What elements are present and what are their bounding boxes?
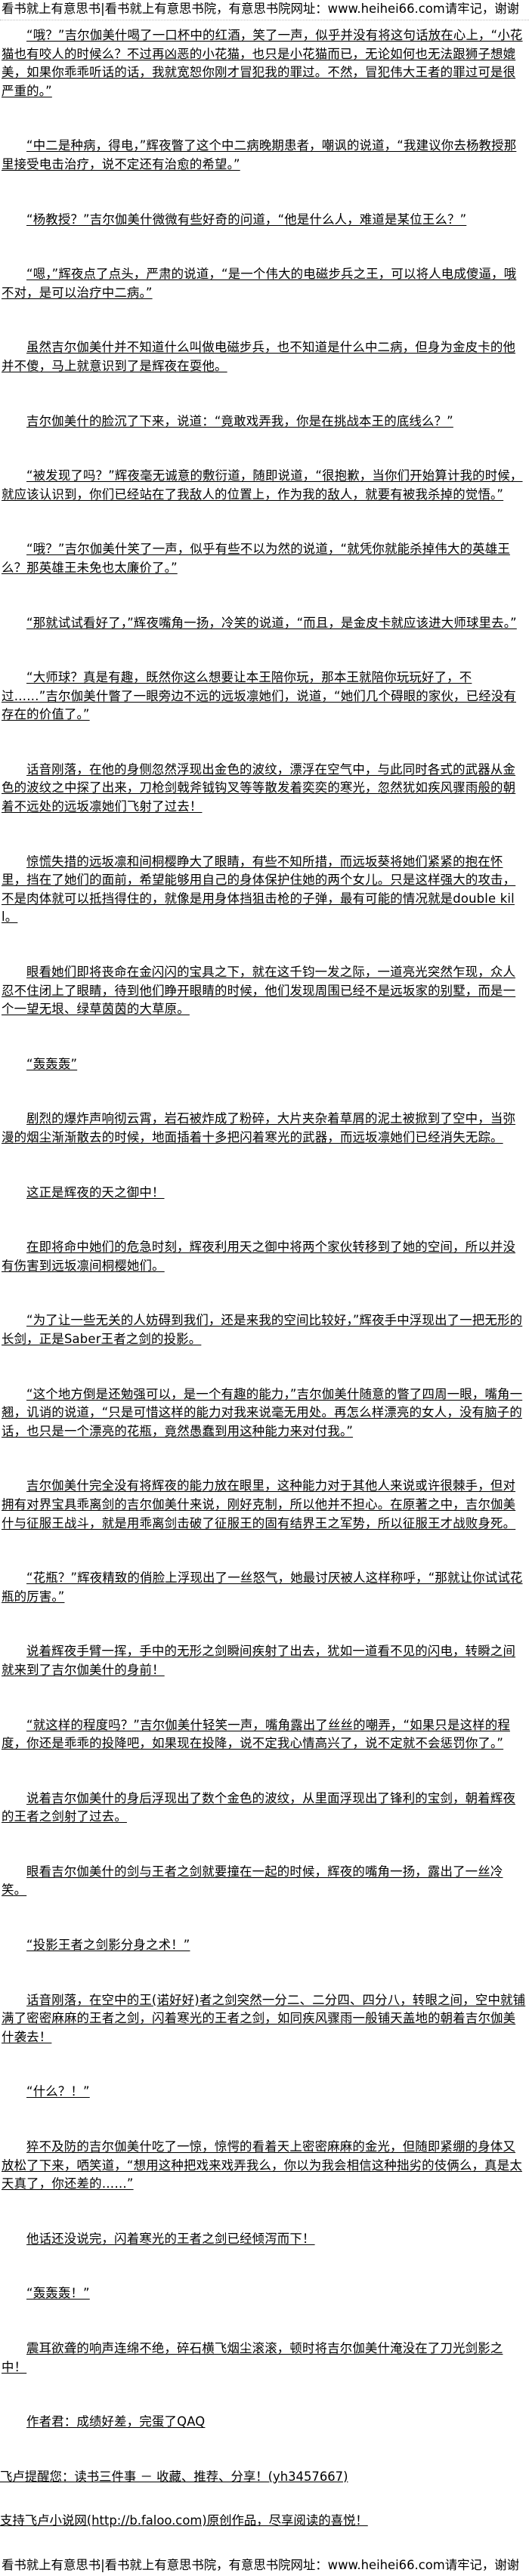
story-paragraph: 说着吉尔伽美什的身后浮现出了数个金色的波纹，从里面浮现出了锋利的宝剑，朝着辉夜的… [2, 1790, 516, 1824]
story-paragraph: “哦？”吉尔伽美什喝了一口杯中的红酒，笑了一声，似乎并没有将这句话放在心上，“小… [2, 28, 523, 98]
story-paragraph: 猝不及防的吉尔伽美什吃了一惊，惊愕的看着天上密密麻麻的金光，但随即紧绷的身体又放… [2, 2139, 522, 2191]
story-paragraph: “嗯，”辉夜点了点头，严肃的说道，“是一个伟大的电磁步兵之王，可以将人电成傻逼，… [2, 267, 517, 300]
story-paragraph: 话音刚落，在他的身侧忽然浮现出金色的波纹，漂浮在空气中，与此同时各式的武器从金色… [2, 761, 516, 814]
story-paragraph: “那就试试看好了，”辉夜嘴角一扬，冷笑的说道，“而且，是金皮卡就应该进大师球里去… [26, 615, 517, 630]
site-banner-bottom: 看书就上有意思书|看书就上有意思书院，有意思书院网址：www.heihei66.… [2, 2557, 520, 2572]
story-paragraph: 惊慌失措的远坂凛和间桐樱睁大了眼睛，有些不知所措，而远坂葵将她们紧紧的抱在怀里，… [2, 854, 516, 925]
promo-note: 支持飞卢小说网(http://b.faloo.com)原创作品，尽享阅读的喜悦！ [0, 2513, 368, 2528]
story-paragraph: “哦？”吉尔伽美什笑了一声，似乎有些不以为然的说道，“就凭你就能杀掉伟大的英雄王… [2, 542, 510, 575]
story-paragraph: 眼看她们即将丧命在金闪闪的宝具之下，就在这千钧一发之际，一道亮光突然乍现，众人忍… [2, 965, 516, 1017]
story-paragraph: 他话还没说完，闪着寒光的王者之剑已经倾泻而下！ [26, 2231, 315, 2246]
story-paragraph: 剧烈的爆炸声响彻云霄，岩石被炸成了粉碎，大片夹杂着草屑的泥土被掀到了空中，当弥漫… [2, 1111, 516, 1144]
promo-note: 飞卢提醒您：读书三件事 － 收藏、推荐、分享！(yh3457667) [0, 2469, 348, 2484]
story-paragraph: “为了让一些无关的人妨碍到我们，还是来我的空间比较好，”辉夜手中浮现出了一把无形… [2, 1313, 523, 1346]
story-paragraph: “轰轰轰！” [26, 2286, 90, 2301]
story-paragraph: “被发现了吗？”辉夜毫无诚意的敷衍道，随即说道，“很抱歉，当你们开始算计我的时候… [2, 468, 523, 502]
story-paragraph: “花瓶？”辉夜精致的俏脸上浮现出了一丝怒气，她最讨厌被人这样称呼，“那就让你试试… [2, 1571, 523, 1604]
promo-notes: 飞卢提醒您：读书三件事 － 收藏、推荐、分享！(yh3457667) 支持飞卢小说… [0, 2468, 529, 2531]
story-paragraph: “就这样的程度吗？”吉尔伽美什轻笑一声，嘴角露出了丝丝的嘲弄，“如果只是这样的程… [2, 1717, 510, 1751]
story-paragraph: 作者君：成绩好差，完蛋了QAQ [26, 2414, 206, 2429]
story-paragraph: 吉尔伽美什的脸沉了下来，说道：“竟敢戏弄我，你是在挑战本王的底线么？” [26, 413, 453, 428]
story-paragraph: 话音刚落，在空中的王(诺好好)者之剑突然一分二、二分四、四分八，转眼之间，空中就… [2, 1992, 526, 2044]
story-paragraph: “大师球？真是有趣，既然你这么想要让本王陪你玩，那本王就陪你玩玩好了，不过……”… [2, 670, 517, 722]
story-paragraph: 虽然吉尔伽美什并不知道什么叫做电磁步兵，也不知道是什么中二病，但身为金皮卡的他并… [2, 340, 516, 373]
story-paragraph: “杨教授？”吉尔伽美什微微有些好奇的问道，“他是什么人，难道是某位王么？” [26, 212, 467, 227]
story-paragraph: 震耳欲聋的响声连绵不绝，碎石横飞烟尘滚滚，顿时将吉尔伽美什淹没在了刀光剑影之中！ [2, 2341, 503, 2374]
story-paragraph: 说着辉夜手臂一挥，手中的无形之剑瞬间疾射了出去，犹如一道看不见的闪电，转瞬之间就… [2, 1644, 516, 1677]
story-paragraph: “中二是种病，得电，”辉夜瞥了这个中二病晚期患者，嘲讽的说道，“我建议你去杨教授… [2, 138, 517, 171]
story-paragraph: “什么？！” [26, 2084, 90, 2099]
story-paragraph: “投影王者之剑影分身之术！” [26, 1938, 190, 1953]
site-banner-top: 看书就上有意思书|看书就上有意思书院，有意思书院网址：www.heihei66.… [0, 0, 529, 20]
chapter-content: “哦？”吉尔伽美什喝了一口杯中的红酒，笑了一声，似乎并没有将这句话放在心上，“小… [0, 20, 529, 2432]
story-paragraph: “轰轰轰” [26, 1056, 78, 1071]
story-paragraph: “这个地方倒是还勉强可以，是一个有趣的能力，”吉尔伽美什随意的瞥了四周一眼，嘴角… [2, 1386, 523, 1438]
story-paragraph: 在即将命中她们的危急时刻，辉夜利用天之御中将两个家伙转移到了她的空间，所以并没有… [2, 1240, 516, 1273]
story-paragraph: 吉尔伽美什完全没有将辉夜的能力放在眼里，这种能力对于其他人来说或许很棘手，但对拥… [2, 1478, 516, 1530]
story-paragraph: 这正是辉夜的天之御中！ [26, 1185, 165, 1200]
story-paragraph: 眼看吉尔伽美什的剑与王者之剑就要撞在一起的时候，辉夜的嘴角一扬，露出了一丝冷笑。 [2, 1864, 503, 1898]
